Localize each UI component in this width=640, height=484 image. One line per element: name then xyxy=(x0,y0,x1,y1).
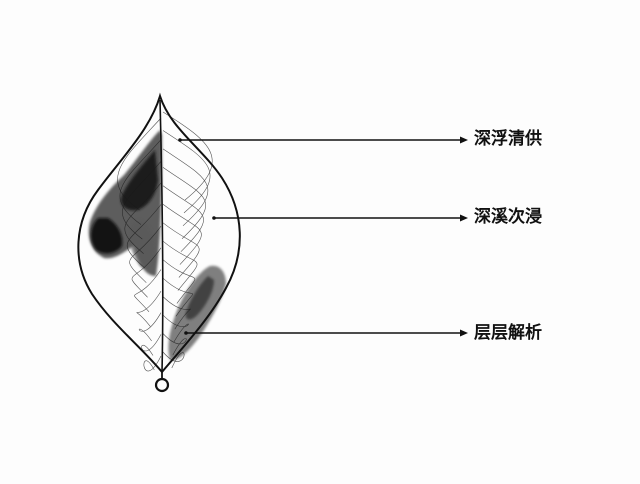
vein-right xyxy=(162,148,209,227)
label-middle: 深溪次浸 xyxy=(474,207,542,227)
vein-right xyxy=(162,277,194,317)
vein-right xyxy=(162,259,196,304)
leaf-veins-right xyxy=(162,111,213,369)
vein-left xyxy=(131,247,162,298)
vein-right xyxy=(162,222,200,278)
leader-line-bottom xyxy=(184,329,468,337)
leaf-stem xyxy=(154,372,170,393)
vein-left xyxy=(134,269,162,312)
vein-right xyxy=(162,333,187,356)
leaf-veins-left xyxy=(117,117,162,372)
leaf-midrib xyxy=(159,99,164,373)
leader-line-top xyxy=(178,136,468,144)
vein-left xyxy=(138,312,162,342)
vein-left xyxy=(129,226,162,283)
vein-right xyxy=(162,314,189,343)
vein-right xyxy=(162,351,185,369)
vein-left xyxy=(122,161,162,240)
vein-left xyxy=(124,182,162,254)
vein-left xyxy=(117,117,162,211)
vein-right xyxy=(162,296,191,330)
vein-left xyxy=(136,290,162,327)
vein-right xyxy=(162,111,213,201)
vein-right xyxy=(162,240,198,291)
label-bottom: 层层解析 xyxy=(474,323,542,343)
vein-right xyxy=(162,130,211,214)
ink-wash-right xyxy=(168,265,226,361)
vein-left xyxy=(126,204,162,269)
vein-left xyxy=(141,334,162,356)
vein-right xyxy=(162,204,202,265)
leader-line-middle xyxy=(212,214,468,222)
vein-right xyxy=(162,185,204,252)
vein-left xyxy=(119,139,162,225)
vein-right xyxy=(162,167,206,240)
label-top: 深浮清供 xyxy=(474,129,542,149)
